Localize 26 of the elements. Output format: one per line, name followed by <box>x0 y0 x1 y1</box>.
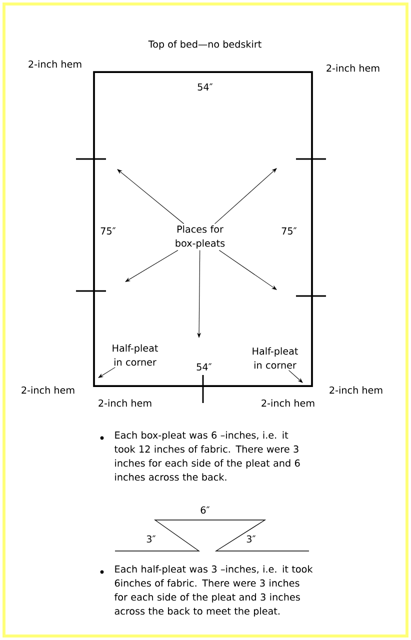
dimension-label: 75″ <box>100 227 116 235</box>
hem-label: 2-inch hem <box>98 399 152 407</box>
dimension-label: 6″ <box>200 506 210 514</box>
arrow <box>125 250 178 282</box>
arrow <box>98 367 116 378</box>
dimension-label: 54″ <box>196 363 212 371</box>
arrow <box>197 250 202 338</box>
dimension-label: 75″ <box>282 227 297 235</box>
arrow <box>117 169 184 224</box>
bullet-text: Each half-pleat was 3 –inches, i.e. it took 6inches of fabric. There were 3 inches for each side of the pleat and 3 inches across the back to meet the pleat. <box>114 565 313 617</box>
dimension-label: 3″ <box>246 535 256 543</box>
hem-label: 2-inch hem <box>22 386 74 394</box>
hem-label: 2-inch hem <box>262 399 314 407</box>
hem-label: 2-inch hem <box>28 60 82 68</box>
hem-label: 2-inch hem <box>330 386 382 394</box>
arrow <box>218 250 277 290</box>
bullet-text: Each box-pleat was 6 –inches, i.e. it took 12 inches of fabric. There were 3 inches for each side of the pleat and 6 inches across the back. <box>114 431 300 481</box>
hem-label: 2-inch hem <box>326 64 380 72</box>
dimension-label: 3″ <box>146 535 156 543</box>
text-label: Places for box-pleats <box>176 225 225 249</box>
text-label: Half-pleat in corner <box>252 347 298 369</box>
dimension-label: 54″ <box>198 83 213 91</box>
title: Top of bed—no bedskirt <box>148 40 262 50</box>
arrow <box>288 370 303 383</box>
text-label: Half-pleat in corner <box>112 344 158 366</box>
arrow <box>214 168 277 224</box>
